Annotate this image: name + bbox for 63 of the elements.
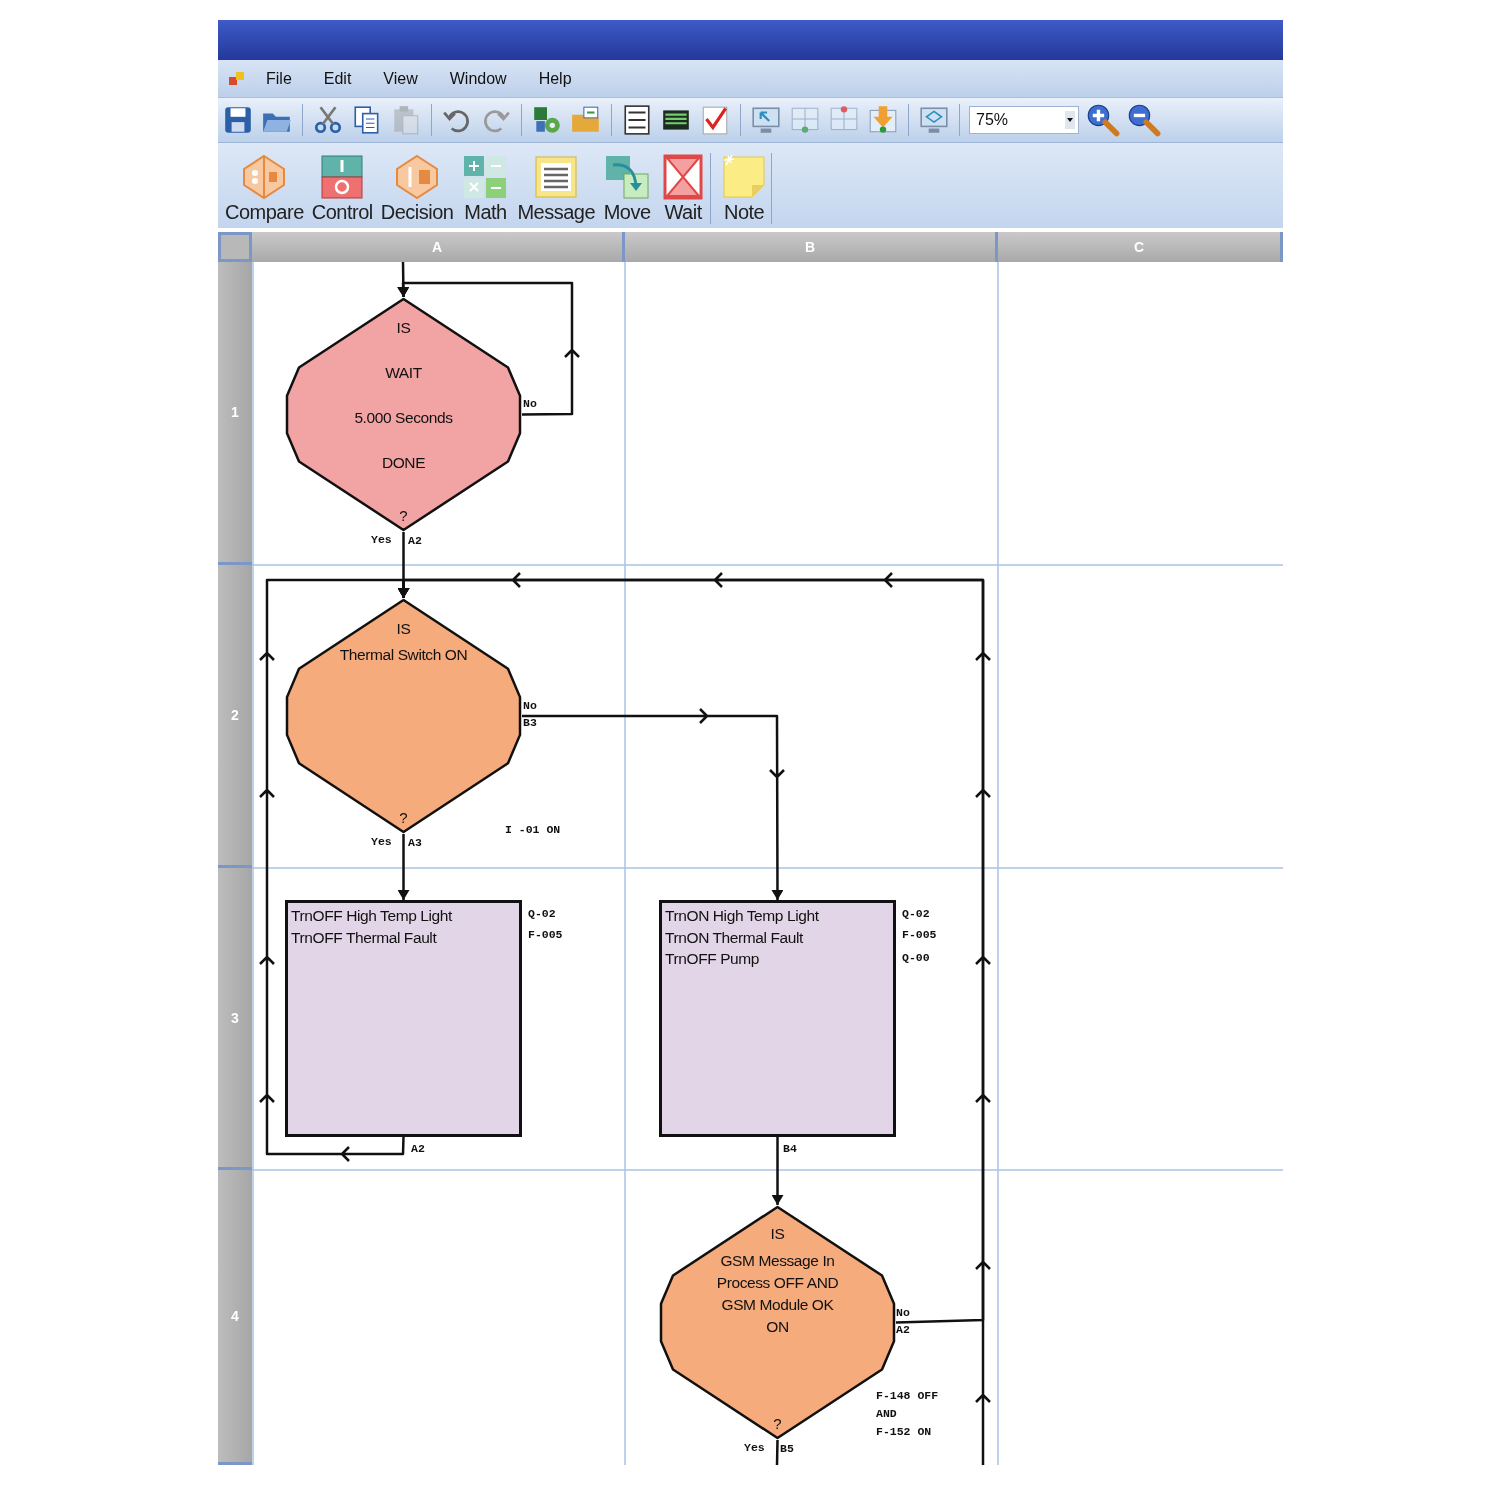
- port-label: Q-00: [902, 951, 930, 965]
- port-label: B5: [780, 1442, 794, 1456]
- condition-text: IS: [770, 1224, 785, 1244]
- condition-text: IS: [396, 619, 411, 639]
- port-label: No: [523, 397, 537, 411]
- condition-text: 5.000 Seconds: [354, 408, 453, 428]
- port-label: Yes: [371, 533, 392, 547]
- port-label: A2: [411, 1142, 425, 1156]
- port-label: Q-02: [902, 907, 930, 921]
- flow-arrow: [397, 281, 581, 416]
- column-header: C: [998, 232, 1283, 262]
- action-text: TrnOFF Thermal Fault: [291, 927, 438, 948]
- menu-item: Window: [449, 69, 507, 88]
- question-mark: ?: [398, 809, 409, 826]
- port-label: F-005: [902, 928, 937, 942]
- tool-button: Control: [308, 153, 376, 224]
- menu-item: Edit: [323, 69, 352, 88]
- tool-button: Move: [600, 153, 655, 224]
- action-text: TrnOFF Pump: [665, 949, 761, 969]
- port-label: F-005: [528, 928, 563, 942]
- flow-arrow: [397, 578, 992, 1465]
- port-label: AND: [876, 1407, 897, 1421]
- action-text: TrnON High Temp Light: [665, 906, 820, 926]
- condition-text: Thermal Switch ON: [339, 645, 468, 665]
- column-header: A: [252, 232, 625, 262]
- port-label: F-148 OFF: [876, 1389, 939, 1403]
- menu-item: File: [266, 69, 292, 88]
- condition-text: GSM Message In Process OFF AND GSM Module OK ON: [715, 1251, 840, 1337]
- flow-arrow: [397, 834, 410, 900]
- row-header: 2: [218, 565, 252, 868]
- row-header: 4: [218, 1170, 252, 1465]
- condition-text: DONE: [381, 453, 426, 473]
- condition-text: WAIT: [385, 363, 422, 383]
- port-label: No: [523, 699, 537, 713]
- menu-item: View: [383, 69, 418, 88]
- tool-button: Decision: [377, 153, 457, 224]
- row-header: 3: [218, 868, 252, 1170]
- port-label: F-152 ON: [876, 1425, 932, 1439]
- question-mark: ?: [398, 507, 409, 524]
- port-label: A2: [896, 1323, 910, 1337]
- menu-item: Help: [538, 69, 572, 88]
- tool-button: Math: [458, 153, 513, 224]
- port-label: Yes: [371, 835, 392, 849]
- port-label: I -01 ON: [505, 823, 561, 837]
- tool-button: Wait: [656, 153, 712, 224]
- column-header: B: [625, 232, 998, 262]
- port-label: No: [896, 1306, 910, 1320]
- port-label: B4: [783, 1142, 797, 1156]
- zoom-select: 75%: [969, 106, 1079, 134]
- flow-arrow: [771, 1137, 784, 1205]
- flow-arrow: [520, 707, 786, 902]
- action-text: TrnOFF High Temp Light: [291, 906, 453, 926]
- action-text: TrnON Thermal Fault: [665, 927, 804, 948]
- condition-text: IS: [396, 318, 411, 338]
- port-label: B3: [523, 716, 537, 730]
- tool-button: Note: [717, 153, 773, 224]
- tool-button: Compare: [222, 153, 307, 224]
- tool-button: Message: [514, 153, 599, 224]
- port-label: Q-02: [528, 907, 556, 921]
- port-label: A3: [408, 836, 422, 850]
- port-label: Yes: [744, 1441, 765, 1455]
- port-label: A2: [408, 534, 422, 548]
- row-header: 1: [218, 262, 252, 565]
